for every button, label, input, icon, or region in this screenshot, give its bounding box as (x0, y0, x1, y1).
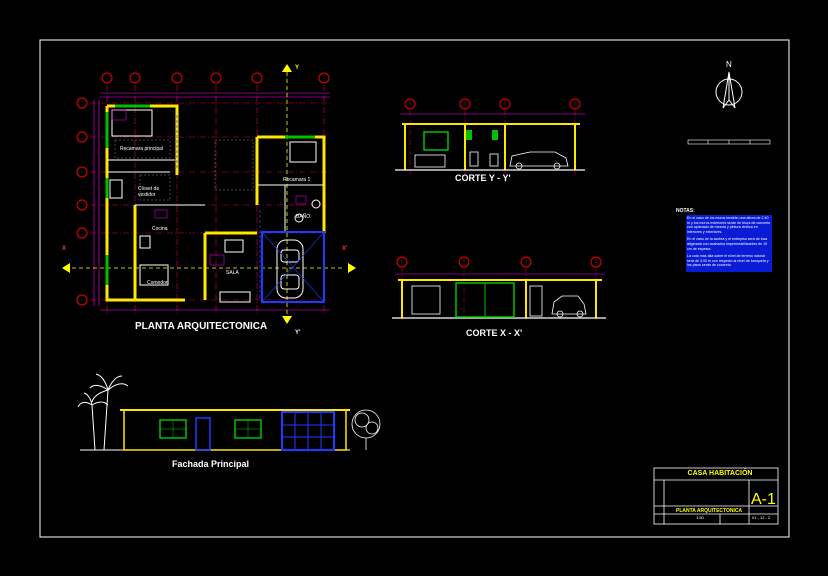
section-marker-y-top: Y (295, 65, 300, 71)
front-facade (77, 373, 381, 451)
title-block-date: 01 - 12 - 2 (752, 515, 771, 520)
section-marker-x-right: X' (342, 246, 348, 252)
section-marker-y-bottom: Y' (295, 330, 301, 336)
room-bedroom-1: Recamara 1 (283, 177, 311, 183)
north-label: N (726, 60, 732, 69)
facade-title: Fachada Principal (172, 459, 250, 469)
graphic-scale (687, 139, 771, 145)
north-arrow-icon (715, 71, 743, 109)
note-2: En el caso de la azotea y el entrepiso s… (687, 237, 768, 251)
notes-title: NOTAS: (676, 208, 695, 214)
title-block-subtitle: PLANTA ARQUITECTONICA (676, 508, 743, 514)
section-x-title: CORTE X - X' (466, 328, 523, 338)
room-bathroom: BAÑO (296, 214, 311, 220)
room-walk-in-closet: Closet de vestidor (138, 186, 160, 198)
floor-plan (62, 64, 356, 324)
title-block (653, 467, 779, 525)
title-block-scale: 1:50 (696, 515, 704, 520)
room-living: SALA (226, 270, 239, 276)
section-marker-x-left: X (62, 246, 67, 252)
title-block-sheet-number: A-1 (751, 491, 776, 508)
title-block-title: CASA HABITACIÓN (687, 470, 753, 477)
garage-car-icon (276, 239, 304, 299)
room-master-bedroom: Recamara principal (120, 146, 164, 152)
section-y-title: CORTE Y - Y' (455, 173, 511, 183)
tree-icon (351, 409, 381, 450)
section-x-x (392, 256, 606, 320)
room-dining: Comedor (147, 280, 168, 286)
section-y-y (395, 98, 585, 175)
notes-body: En el caso de los muros tendrán una altu… (686, 215, 772, 272)
palm-tree-icon (77, 373, 129, 451)
sheet-border (39, 39, 790, 538)
note-3: La cota más alta sobre el nivel de terre… (687, 254, 769, 268)
room-kitchen: Cocina (152, 226, 168, 232)
note-1: En el caso de los muros tendrán una altu… (687, 216, 771, 234)
plan-title: PLANTA ARQUITECTONICA (135, 321, 268, 332)
